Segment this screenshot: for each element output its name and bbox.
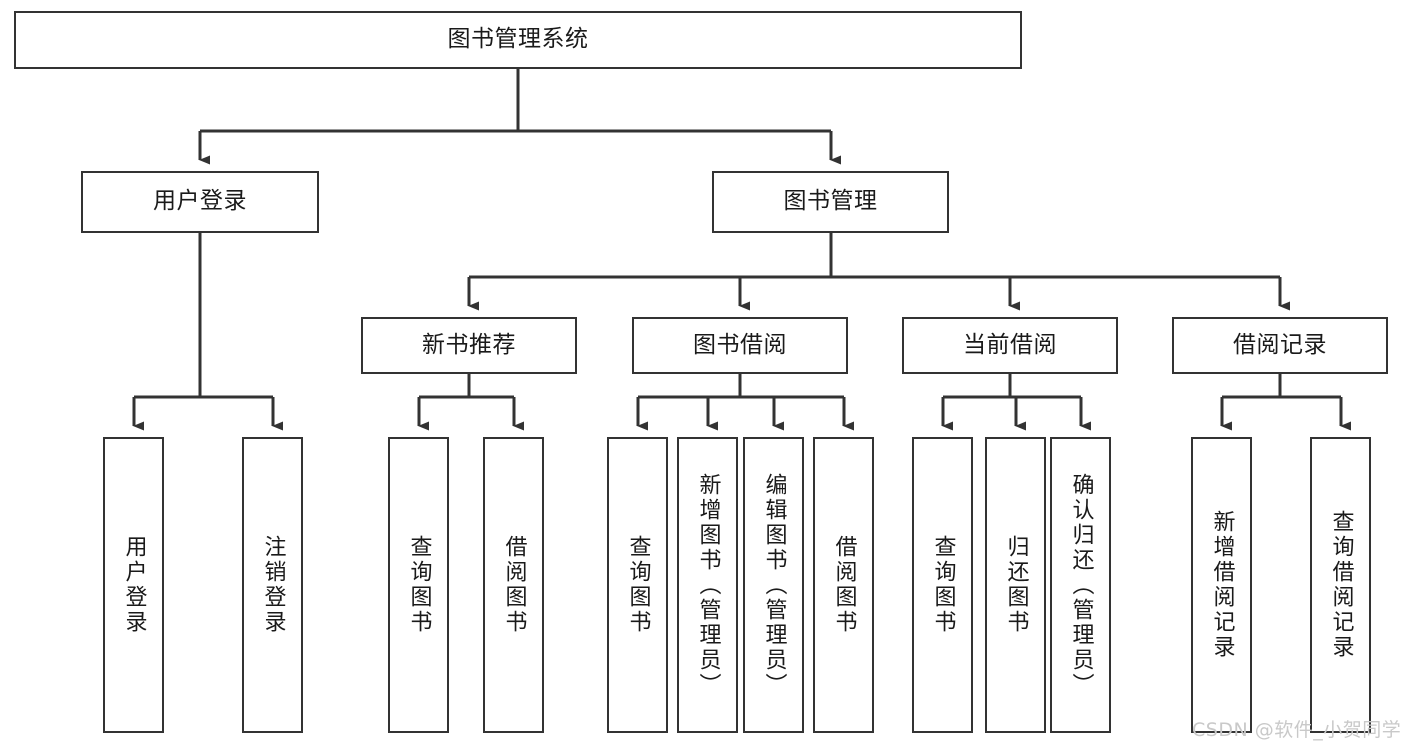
leaf-logout[interactable]: 注销登录	[242, 437, 303, 733]
leaf-query-borrow-record[interactable]: 查询借阅记录	[1310, 437, 1371, 733]
node-borrowing-record[interactable]: 借阅记录	[1172, 317, 1388, 374]
node-book-management[interactable]: 图书管理	[712, 171, 949, 233]
leaf-confirm-return-admin[interactable]: 确认归还（管理员）	[1050, 437, 1111, 733]
leaf-query-book-current[interactable]: 查询图书	[912, 437, 973, 733]
leaf-user-login[interactable]: 用户登录	[103, 437, 164, 733]
leaf-add-borrow-record[interactable]: 新增借阅记录	[1191, 437, 1252, 733]
leaf-borrow-book-recommendation[interactable]: 借阅图书	[483, 437, 544, 733]
node-new-book-recommendation[interactable]: 新书推荐	[361, 317, 577, 374]
leaf-edit-book-admin[interactable]: 编辑图书（管理员）	[743, 437, 804, 733]
leaf-query-book-recommendation[interactable]: 查询图书	[388, 437, 449, 733]
leaf-borrow-book-borrowing[interactable]: 借阅图书	[813, 437, 874, 733]
node-current-borrowing[interactable]: 当前借阅	[902, 317, 1118, 374]
leaf-add-book-admin[interactable]: 新增图书（管理员）	[677, 437, 738, 733]
node-user-login[interactable]: 用户登录	[81, 171, 319, 233]
node-book-borrowing[interactable]: 图书借阅	[632, 317, 848, 374]
leaf-query-book-borrowing[interactable]: 查询图书	[607, 437, 668, 733]
node-root-book-management-system[interactable]: 图书管理系统	[14, 11, 1022, 69]
leaf-return-book[interactable]: 归还图书	[985, 437, 1046, 733]
